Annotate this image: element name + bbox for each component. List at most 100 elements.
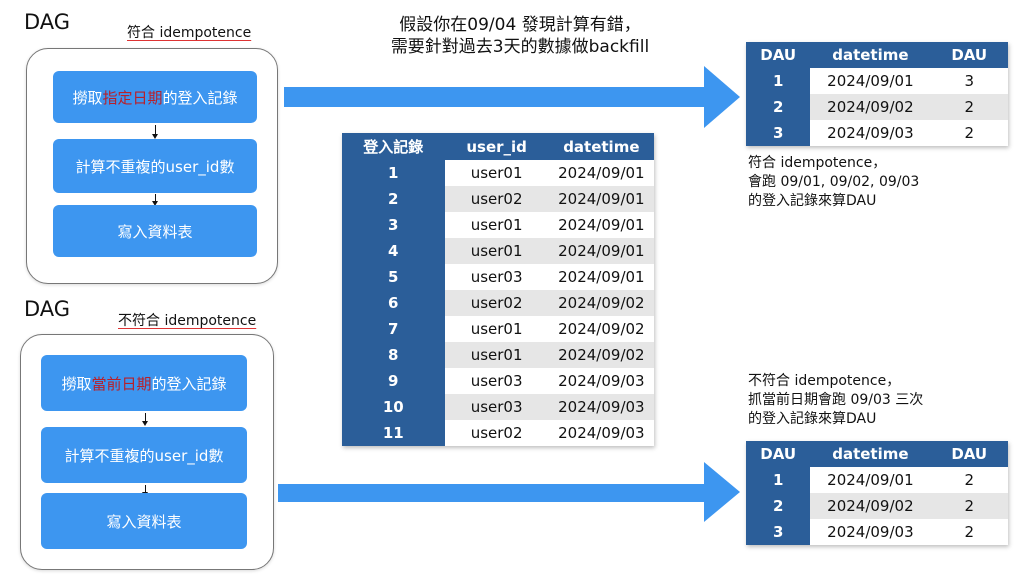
table-row: 9 user03 2024/09/03	[342, 368, 654, 394]
table-cell: user01	[470, 320, 523, 338]
arrow-down-icon	[142, 485, 148, 497]
table-cell: user02	[444, 186, 549, 212]
dag-top-step-fetch: 撈取指定日期的登入記錄	[53, 71, 257, 123]
row-index-cell: 10	[342, 394, 445, 420]
arrow-down-icon	[152, 194, 158, 206]
column-header: DAU	[930, 441, 1008, 467]
table-cell: user03	[444, 394, 549, 420]
header-note: 假設你在09/04 發現計算有錯， 需要針對過去3天的數據做backfill	[390, 15, 650, 57]
row-index-cell: 4	[342, 238, 445, 264]
table-cell: 2024/09/03	[827, 523, 914, 541]
row-index-cell: 3	[746, 120, 811, 146]
table-row: 1 2024/09/01 2	[746, 467, 1008, 493]
dau-bottom-note: 不符合 idempotence， 抓當前日期會跑 09/03 三次 的登入記錄來…	[748, 373, 924, 427]
column-header: datetime	[810, 441, 931, 467]
table-cell: 2024/09/01	[558, 216, 645, 234]
table-cell: 2024/09/03	[558, 424, 645, 442]
table-row: 1 2024/09/01 3	[746, 68, 1008, 94]
row-index-cell: 11	[342, 420, 445, 446]
arrow-right-icon	[278, 462, 740, 522]
dag-bottom-step-count: 計算不重複的user_id數	[41, 427, 247, 483]
row-index-cell: 5	[342, 264, 445, 290]
column-header: DAU	[746, 441, 811, 467]
column-header: datetime	[548, 133, 654, 160]
table-cell: 2024/09/01	[548, 238, 654, 264]
highlight-text: 當前日期	[91, 374, 152, 393]
column-header: datetime	[810, 42, 931, 68]
table-cell: 2024/09/02	[810, 94, 931, 120]
table-cell: 2024/09/03	[548, 394, 654, 420]
dag-top-subtitle: 符合 idempotence	[127, 25, 252, 41]
dag-bottom-step-write: 寫入資料表	[41, 493, 247, 549]
table-row: 5 user03 2024/09/01	[342, 264, 654, 290]
table-cell: 2024/09/02	[548, 290, 654, 316]
row-index-cell: 2	[746, 94, 811, 120]
dau-top-note: 符合 idempotence， 會跑 09/01, 09/02, 09/03 的…	[748, 155, 920, 209]
table-cell: 3	[964, 72, 974, 90]
table-cell: 2	[964, 471, 974, 489]
table-cell: user01	[444, 238, 549, 264]
row-index-cell: 6	[342, 290, 445, 316]
arrow-right-icon	[284, 66, 740, 128]
highlight-text: 指定日期	[102, 88, 163, 107]
table-cell: 2	[964, 523, 974, 541]
table-cell: 2024/09/01	[558, 268, 645, 286]
row-index-cell: 8	[342, 342, 445, 368]
table-cell: 2024/09/03	[827, 124, 914, 142]
table-cell: 2024/09/01	[827, 471, 914, 489]
row-index-cell: 9	[342, 368, 445, 394]
column-header: user_id	[444, 133, 549, 160]
table-cell: 2	[964, 124, 974, 142]
dag-top-step-write: 寫入資料表	[53, 205, 257, 257]
column-header: 登入記錄	[342, 133, 445, 160]
table-row: 3 2024/09/03 2	[746, 120, 1008, 146]
dag-top-title: DAG	[24, 10, 71, 34]
table-cell: 2	[930, 94, 1008, 120]
table-cell: user02	[470, 424, 523, 442]
row-index-cell: 3	[746, 519, 811, 545]
table-cell: user01	[470, 216, 523, 234]
table-cell: 2024/09/02	[810, 493, 931, 519]
dag-bottom-panel: 撈取當前日期的登入記錄 計算不重複的user_id數 寫入資料表	[20, 334, 274, 570]
table-row: 11 user02 2024/09/03	[342, 420, 654, 446]
table-row: 3 user01 2024/09/01	[342, 212, 654, 238]
arrow-down-icon	[152, 125, 158, 139]
table-cell: user01	[470, 164, 523, 182]
dag-bottom-title: DAG	[24, 297, 71, 321]
dag-bottom-subtitle: 不符合 idempotence	[118, 313, 257, 329]
table-row: 3 2024/09/03 2	[746, 519, 1008, 545]
table-cell: 2024/09/02	[558, 320, 645, 338]
arrow-down-icon	[142, 413, 148, 426]
table-cell: user02	[444, 290, 549, 316]
table-cell: user03	[470, 268, 523, 286]
row-index-cell: 2	[342, 186, 445, 212]
row-index-cell: 1	[342, 160, 445, 186]
row-index-cell: 1	[746, 467, 811, 493]
column-header: DAU	[746, 42, 811, 68]
table-cell: user03	[470, 372, 523, 390]
dag-top-panel: 撈取指定日期的登入記錄 計算不重複的user_id數 寫入資料表	[26, 48, 278, 284]
row-index-cell: 2	[746, 493, 811, 519]
row-index-cell: 3	[342, 212, 445, 238]
table-cell: 2024/09/03	[558, 372, 645, 390]
table-cell: 2024/09/01	[827, 72, 914, 90]
table-cell: user01	[444, 342, 549, 368]
table-cell: 2	[930, 493, 1008, 519]
dag-top-step-count: 計算不重複的user_id數	[53, 139, 257, 193]
table-row: 7 user01 2024/09/02	[342, 316, 654, 342]
column-header: DAU	[930, 42, 1008, 68]
row-index-cell: 1	[746, 68, 811, 94]
row-index-cell: 7	[342, 316, 445, 342]
table-cell: 2024/09/01	[548, 186, 654, 212]
